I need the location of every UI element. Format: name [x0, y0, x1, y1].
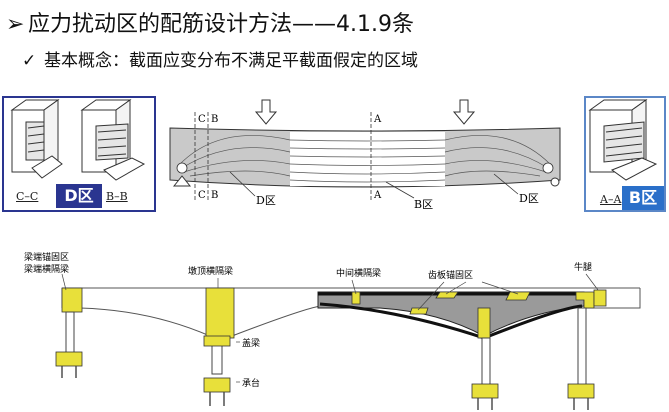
section-a-marker-top: A	[373, 114, 382, 125]
corbel-label: 牛腿	[574, 261, 592, 273]
section-a-marker-bottom: A	[373, 190, 382, 201]
disturbed-zones	[61, 287, 607, 339]
cap-beam-label: 盖梁	[242, 337, 260, 349]
beam-body	[169, 127, 561, 188]
section-c-marker-top: C	[198, 114, 206, 125]
d-region-left-callout: D区	[256, 194, 276, 207]
d-region-section-panel: C–C D区 B–B	[2, 96, 156, 212]
b-region-section-panel: A–A B区	[584, 96, 666, 212]
section-a-a-label: A–A	[600, 193, 622, 206]
section-b-marker-top: B	[211, 114, 218, 125]
pier-diaphragm-label: 墩顶横隔梁	[188, 265, 233, 277]
pile-cap-label: 承台	[242, 377, 260, 389]
page-title-text: 应力扰动区的配筋设计方法——4.1.9条	[28, 12, 414, 37]
d-region-badge: D区	[56, 184, 102, 208]
section-b-b-label: B–B	[106, 190, 128, 203]
page-subtitle: ✓ 基本概念：截面应变分布不满足平截面假定的区域	[22, 46, 418, 71]
d-region-right-callout: D区	[519, 192, 539, 205]
b-region-section-drawing	[588, 99, 658, 181]
d-region-section-drawing	[10, 99, 146, 181]
bridge-elevation-diagram: 梁端锚固区 梁端横隔梁 墩顶横隔梁 盖梁 承台 中间横隔梁 齿板锚固区 牛腿	[24, 251, 641, 410]
beam-stress-diagram: C B A C B A D区 B区 D区	[169, 99, 561, 211]
section-c-c-label: C–C	[16, 190, 39, 203]
section-c-marker-bottom: C	[198, 190, 206, 201]
anchor-zone-label: 梁端锚固区	[24, 251, 69, 263]
b-region-badge: B区	[622, 186, 664, 210]
page-subtitle-text: 基本概念：截面应变分布不满足平截面假定的区域	[44, 51, 418, 71]
check-bullet-icon: ✓	[22, 51, 37, 71]
b-region-mid-callout: B区	[414, 198, 433, 211]
arrow-bullet-icon: ➢	[6, 12, 25, 37]
load-arrows	[254, 99, 476, 125]
mid-diaphragm-label: 中间横隔梁	[336, 267, 381, 279]
end-diaphragm-label: 梁端横隔梁	[24, 263, 69, 275]
piers	[55, 307, 595, 410]
section-b-marker-bottom: B	[211, 190, 218, 201]
tooth-anchor-label: 齿板锚固区	[428, 269, 473, 281]
page-title: ➢应力扰动区的配筋设计方法——4.1.9条	[6, 6, 414, 38]
